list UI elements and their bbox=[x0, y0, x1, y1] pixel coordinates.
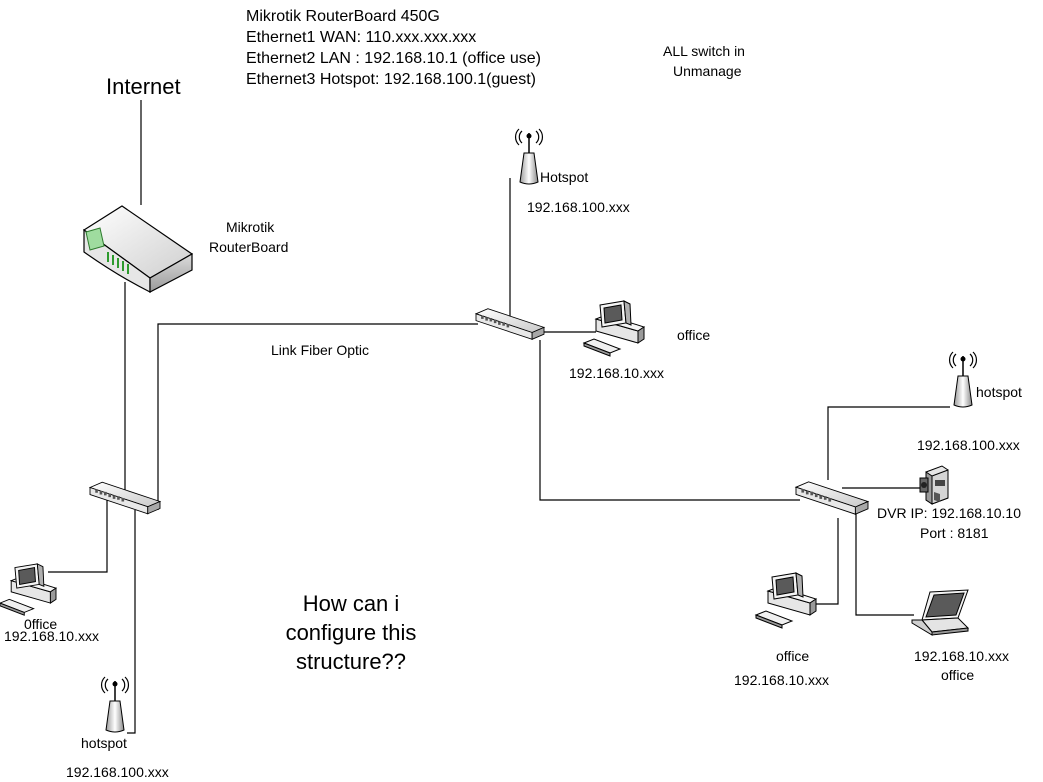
left-hotspot-antenna-icon bbox=[100, 676, 130, 733]
fiber-link-label: Link Fiber Optic bbox=[271, 342, 369, 358]
right-hotspot-antenna-icon bbox=[948, 351, 978, 408]
switch-note: ALL switch in Unmanage bbox=[663, 43, 745, 79]
info-line-hotspot: Ethernet3 Hotspot: 192.168.100.1(guest) bbox=[246, 71, 536, 88]
top-hotspot-ip: 192.168.100.xxx bbox=[527, 199, 630, 215]
right-switch-icon bbox=[795, 481, 869, 515]
top-hotspot-label: Hotspot bbox=[540, 169, 588, 185]
right-office-ip: 192.168.10.xxx bbox=[734, 672, 829, 688]
right-hotspot-label: hotspot bbox=[976, 384, 1022, 400]
dvr-ip-label: DVR IP: 192.168.10.10 bbox=[877, 505, 1021, 521]
question-line1: How can i bbox=[303, 591, 400, 616]
right-office-wire bbox=[802, 518, 839, 605]
question-line2: configure this bbox=[286, 620, 417, 645]
router-label: Mikrotik RouterBoard bbox=[209, 219, 288, 255]
right-office-computer-icon bbox=[755, 572, 817, 629]
connections bbox=[48, 100, 950, 734]
center-office-ip: 192.168.10.xxx bbox=[569, 365, 664, 381]
right-office-label: office bbox=[776, 648, 809, 664]
center-to-right-switch-wire bbox=[539, 340, 800, 501]
info-line-router-model: Mikrotik RouterBoard 450G bbox=[246, 8, 440, 25]
right-hotspot-wire bbox=[827, 406, 950, 480]
laptop-wire bbox=[855, 512, 914, 616]
info-line-wan: Ethernet1 WAN: 110.xxx.xxx.xxx bbox=[246, 29, 476, 46]
center-office-computer-icon bbox=[583, 300, 645, 357]
switch-note-line1: ALL switch in bbox=[663, 43, 745, 59]
fiber-link-wire bbox=[157, 323, 478, 510]
center-office-label: office bbox=[677, 327, 710, 343]
question-text: How can i configure this structure?? bbox=[286, 591, 417, 674]
router-label-line1: Mikrotik bbox=[226, 219, 275, 235]
internet-label: Internet bbox=[106, 74, 181, 99]
router-icon bbox=[82, 205, 194, 293]
question-line3: structure?? bbox=[296, 649, 406, 674]
top-hotspot-antenna-icon bbox=[514, 128, 544, 185]
dvr-camera-icon bbox=[919, 465, 949, 505]
info-line-lan: Ethernet2 LAN : 192.168.10.1 (office use… bbox=[246, 50, 541, 67]
left-office-ip: 192.168.10.xxx bbox=[4, 628, 99, 644]
left-office-wire bbox=[48, 496, 108, 573]
dvr-port-label: Port : 8181 bbox=[920, 525, 989, 541]
laptop-label: office bbox=[941, 667, 974, 683]
left-hotspot-wire bbox=[127, 510, 136, 734]
switch-note-line2: Unmanage bbox=[673, 63, 742, 79]
left-office-label: 0ffice bbox=[24, 616, 57, 632]
left-office-computer-icon bbox=[0, 563, 57, 616]
router-label-line2: RouterBoard bbox=[209, 239, 288, 255]
laptop-icon bbox=[911, 589, 969, 636]
right-hotspot-ip: 192.168.100.xxx bbox=[917, 437, 1020, 453]
info-block: Mikrotik RouterBoard 450G Ethernet1 WAN:… bbox=[246, 8, 541, 88]
left-hotspot-label: hotspot bbox=[81, 735, 127, 751]
laptop-ip: 192.168.10.xxx bbox=[914, 648, 1009, 664]
left-hotspot-ip: 192.168.100.xxx bbox=[66, 764, 169, 780]
